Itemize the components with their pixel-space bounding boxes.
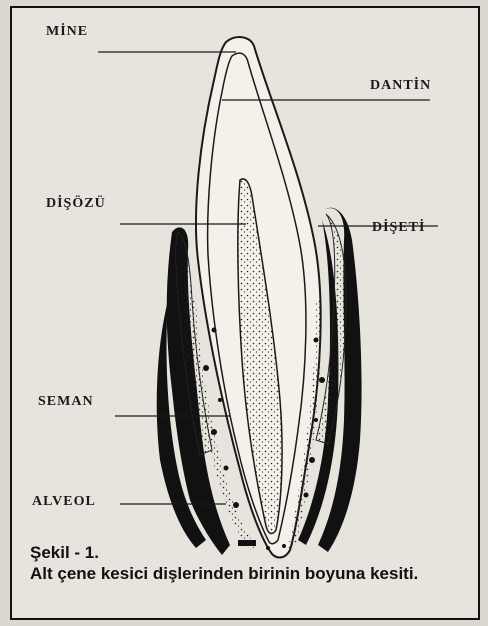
label-mine: MİNE xyxy=(46,24,88,40)
label-dantin: DANTİN xyxy=(370,78,431,94)
label-alveol: ALVEOL xyxy=(32,494,96,510)
figure-caption: Şekil - 1. Alt çene kesici dişlerinden b… xyxy=(30,542,460,584)
label-seman: SEMAN xyxy=(38,394,94,410)
caption-title: Şekil - 1. xyxy=(30,542,460,563)
label-diseti: DİŞETİ xyxy=(372,220,425,236)
caption-text: Alt çene kesici dişlerinden birinin boyu… xyxy=(30,563,460,584)
label-disozu: DİŞÖZÜ xyxy=(46,196,106,212)
